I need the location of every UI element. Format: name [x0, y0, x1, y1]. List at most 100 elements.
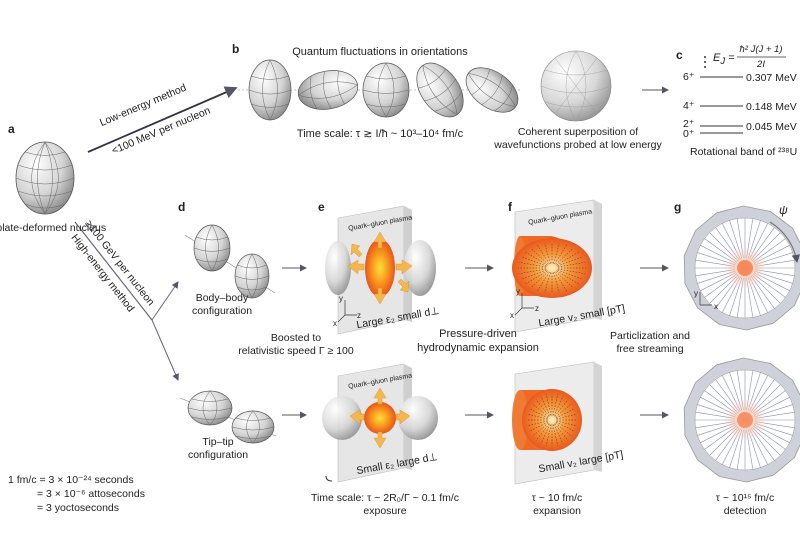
- g-axis-y: y: [694, 289, 698, 298]
- orientation-nucleus-1: [248, 59, 292, 121]
- flow-ray: [553, 272, 560, 293]
- flow-ray: [556, 270, 579, 285]
- panel-e-body-scene: [325, 205, 436, 335]
- level-energy-4: 0.148 MeV: [746, 101, 797, 113]
- panel-label-f: f: [508, 200, 512, 214]
- flow-ray: [535, 423, 550, 441]
- formula-lhs: EJ =: [713, 52, 735, 68]
- f-axis-z: z: [535, 304, 539, 313]
- exposure-brace: [325, 475, 333, 482]
- orientation-nucleus-2: [297, 70, 359, 110]
- boost-line1: Boosted to: [270, 332, 322, 344]
- prolate-nucleus: [15, 141, 75, 215]
- coherent-line2: wavefunctions probed at low energy: [494, 139, 662, 151]
- tip-tip-nuclei: [179, 390, 277, 444]
- flow-ray: [527, 420, 548, 427]
- b-timescale: Time scale: τ ≳ I/ħ ~ 10³–10⁴ fm/c: [296, 128, 464, 140]
- f-axis-x: x: [510, 311, 514, 320]
- panel-label-e: e: [318, 200, 325, 214]
- flow-ray: [553, 396, 564, 416]
- flow-ray: [521, 256, 547, 267]
- expansion-label: expansion: [533, 505, 581, 517]
- orientation-nucleus-5: [465, 67, 519, 113]
- g-axis-x: x: [714, 302, 718, 311]
- formula-denominator: 2I: [757, 59, 765, 70]
- flow-ray: [531, 403, 549, 418]
- flow-ray: [554, 423, 569, 441]
- e-axis-z: z: [357, 311, 361, 320]
- flow-ray: [555, 403, 573, 418]
- flow-ray: [556, 413, 577, 420]
- body-body-nuclei: [184, 224, 276, 299]
- flow-arrows: [282, 264, 669, 419]
- panel-f-body-scene: [512, 199, 602, 333]
- flow-ray: [535, 399, 550, 417]
- flow-ray: [528, 408, 549, 419]
- flow-ray: [537, 271, 550, 292]
- particlization-line2: free streaming: [616, 343, 684, 355]
- superposition-sphere: [540, 50, 612, 122]
- flow-ray: [546, 394, 552, 416]
- e-axis-x: x: [333, 319, 337, 328]
- formula-numerator: ħ² J(J + 1): [739, 44, 783, 55]
- flow-ray: [531, 422, 549, 437]
- panel-f-tip-scene: [512, 361, 602, 485]
- detector-tip: [683, 357, 800, 483]
- formula-dots: [704, 56, 706, 68]
- high-energy-arrow: [74, 221, 153, 321]
- flow-ray: [537, 244, 550, 265]
- flow-ray: [540, 424, 551, 444]
- level-spin-0: 0⁺: [683, 128, 695, 140]
- flow-ray: [555, 408, 576, 419]
- flow-ray: [540, 396, 551, 416]
- g-phi-label: ψ: [779, 203, 788, 217]
- flow-ray: [555, 271, 574, 289]
- flow-ray: [556, 420, 577, 427]
- panel-label-c: c: [676, 48, 683, 62]
- flow-ray: [554, 399, 569, 417]
- flow-ray: [521, 269, 547, 280]
- flow-ray: [528, 421, 549, 432]
- coherent-line1: Coherent superposition of: [517, 126, 639, 138]
- exposure-timescale: Time scale: τ ~ 2R₀/Γ ~ 0.1 fm/c: [310, 492, 460, 504]
- tip-tip-label: Tip–tip configuration: [187, 436, 249, 461]
- flow-ray: [525, 270, 548, 285]
- boost-line2: relativistic speed Γ ≥ 100: [238, 345, 354, 357]
- rotational-band-caption: Rotational band of ²³⁸U: [690, 146, 798, 158]
- units-line2: = 3 × 10⁻⁶ attoseconds: [37, 488, 145, 500]
- low-energy-arrow: [87, 86, 238, 153]
- split-arrow-down: [151, 319, 179, 381]
- b-title: Quantum fluctuations in orientations: [292, 46, 468, 58]
- f-axis-y: y: [516, 287, 520, 296]
- level-spin-2: 2⁺: [683, 118, 695, 130]
- flow-ray: [544, 272, 551, 293]
- panel-label-b: b: [232, 42, 240, 56]
- flow-ray: [530, 247, 549, 265]
- units-line3: = 3 yoctoseconds: [37, 502, 120, 514]
- flow-ray: [530, 271, 549, 289]
- panel-label-a: a: [8, 122, 15, 136]
- flow-ray: [552, 394, 558, 416]
- flow-ray: [556, 251, 579, 266]
- nucleus-label: Prolate-deformed nucleus: [0, 222, 107, 234]
- flow-ray: [544, 243, 551, 264]
- flow-ray: [553, 243, 560, 264]
- level-energy-2: 0.045 MeV: [746, 121, 797, 133]
- flow-ray: [557, 256, 583, 267]
- flow-ray: [527, 413, 548, 420]
- detection-label: detection: [723, 505, 767, 517]
- flow-ray: [525, 251, 548, 266]
- panel-label-g: g: [674, 200, 682, 214]
- level-spin-4: 4⁺: [683, 100, 695, 112]
- flow-ray: [554, 244, 567, 265]
- panel-label-d: d: [178, 200, 186, 214]
- flow-ray: [555, 421, 576, 432]
- units-line1: 1 fm/c = 3 × 10⁻²⁴ seconds: [8, 474, 134, 486]
- panel-e-tip-scene: [322, 363, 438, 483]
- detection-timescale: τ ~ 10¹⁵ fm/c: [715, 492, 775, 504]
- split-arrow-up: [151, 281, 179, 321]
- pressure-line1: Pressure-driven: [439, 328, 517, 340]
- axes-glyphs: [337, 292, 712, 323]
- flow-ray: [555, 422, 573, 437]
